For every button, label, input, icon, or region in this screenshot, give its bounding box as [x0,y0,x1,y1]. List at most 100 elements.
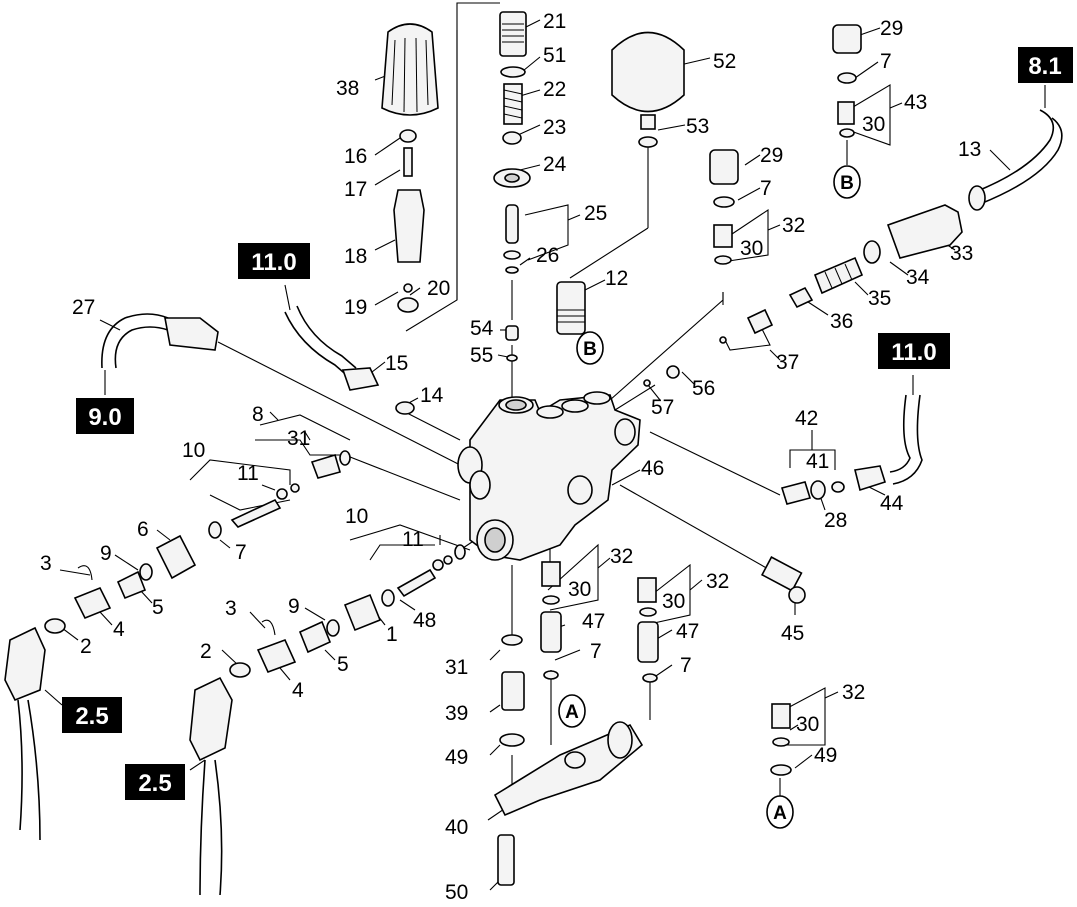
part-label: 9 [100,542,112,565]
part-label: 19 [344,296,367,319]
pressure-switch-2 [189,676,233,762]
part-27-hose-fitting [164,317,219,351]
part-label: 53 [686,115,709,138]
part-52-accumulator [611,31,685,113]
part-label: 30 [568,578,591,601]
relief-valve-stack [493,11,586,362]
part-label: 42 [795,407,818,430]
pressure-switch-1 [4,626,46,702]
part-31-valve [310,453,341,479]
part-40-bracket [493,723,644,817]
part-label: 52 [713,50,736,73]
marker-b-center: B [576,331,604,365]
part-45-bolt [760,556,803,592]
part-label: 25 [584,202,607,225]
part-14-oring [395,401,415,415]
part-32-valve-br [771,703,791,729]
part-55-spring [506,354,518,362]
left-hoses [101,305,415,415]
part-31-oring-bottom [501,634,523,646]
part-26-oring [503,250,521,260]
part-44-fitting [854,465,887,492]
part-7-oring-left [208,521,222,539]
svg-text:11.0: 11.0 [891,339,936,366]
svg-text:9.0: 9.0 [88,404,121,431]
svg-text:2.5: 2.5 [75,703,108,730]
part-39-sleeve [501,671,525,711]
part-label: 31 [445,656,468,679]
part-32-valve-bottom [541,561,561,587]
part-18-sleeve [393,189,425,263]
ref-box-8-1: 8.1 [1018,47,1073,83]
part-6-nut [155,534,197,580]
part-7-oring [713,196,735,208]
part-41-oring [810,480,826,500]
part-label: 29 [880,17,903,40]
part-label: 46 [641,457,664,480]
part-label: 4 [113,618,125,641]
part-33-fitting [886,204,963,259]
part-12-valve [556,281,586,335]
ref-box-9-0: 9.0 [76,398,134,434]
part-54-ball [505,325,519,341]
part-label: 35 [868,287,891,310]
part-label: 13 [958,138,981,161]
connector-markers: B B A A [558,165,861,829]
part-label: 43 [904,91,927,114]
svg-text:2.5: 2.5 [138,770,171,797]
marker-a-right: A [766,795,794,829]
part-37-valve [746,308,774,335]
part-21-cap [499,11,527,57]
valve-set-top-right [832,24,862,138]
ref-box-11-0-left: 11.0 [238,243,310,279]
part-16-nut [399,129,417,143]
reference-boxes: 8.1 11.0 11.0 9.0 2.5 2.5 [62,47,1073,800]
inlet-hose-group [643,109,1063,387]
right-hose-group [780,394,923,505]
part-label: 3 [40,552,52,575]
part-label: 31 [287,427,310,450]
part-label: 17 [344,178,367,201]
part-label: 39 [445,702,468,725]
part-28-oring [831,481,845,493]
part-49-oring-br [770,764,792,776]
part-3-clip [77,565,93,581]
part-label: 30 [740,237,763,260]
part-label: 20 [427,277,450,300]
part-label: 33 [950,242,973,265]
part-label: 7 [235,541,247,564]
part-label: 29 [760,144,783,167]
accumulator [611,31,685,148]
bottom-valve-stack [493,561,659,886]
part-label: 32 [842,681,865,704]
part-label: 55 [470,344,493,367]
part-label: 7 [760,177,772,200]
left-lower-valves [229,544,466,678]
part-2-washer [44,618,66,634]
part-label: 48 [413,609,436,632]
part-label: 32 [706,570,729,593]
part-32-valve-bottom-2 [637,577,657,603]
part-51-oring [500,66,526,78]
part-label: 16 [344,145,367,168]
part-label: 49 [445,746,468,769]
part-29-plug-top [832,24,862,54]
part-label: 57 [651,396,674,419]
part-38-knob [381,23,439,116]
part-30-valve [713,224,733,248]
part-label: 36 [830,310,853,333]
svg-text:B: B [840,173,854,194]
part-label: 23 [543,116,566,139]
part-label: 51 [543,44,566,67]
part-label: 1 [386,623,398,646]
part-label: 30 [862,113,885,136]
part-label: 24 [543,153,567,176]
part-56-plug [666,365,680,379]
part-label: 5 [152,596,164,619]
part-label: 45 [781,622,804,645]
part-label: 30 [796,713,819,736]
part-1-nut [343,593,382,632]
part-23-seat [502,131,522,145]
part-17-screw [403,147,413,177]
